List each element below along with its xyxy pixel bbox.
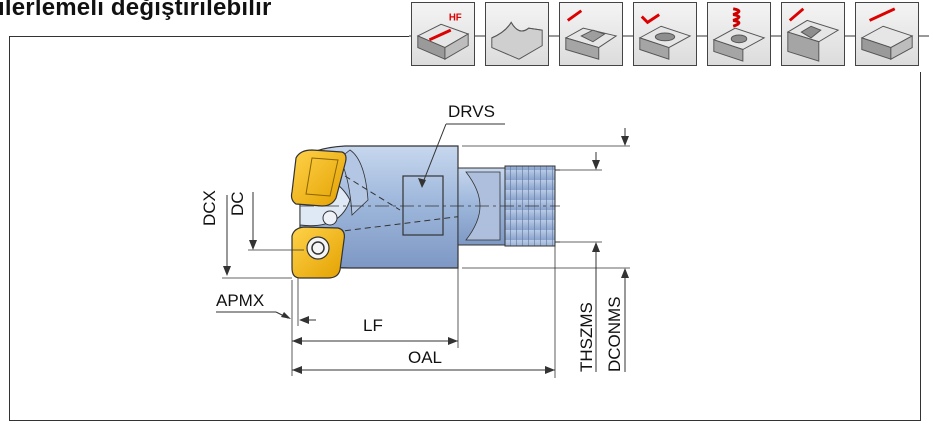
svg-text:LF: LF [363,316,383,335]
insert-top [290,149,347,207]
dcx-dimension: DCX [200,190,292,279]
dc-dimension: DC [228,191,304,251]
dconms-dimension: DCONMS [462,128,630,372]
svg-text:OAL: OAL [408,348,442,367]
profile-milling-icon [485,2,549,66]
svg-text:DCONMS: DCONMS [605,296,624,372]
side-milling-slot-icon [781,2,845,66]
application-icon-strip: HF [409,0,933,72]
page-title: ilerlemeli değiştirilebilir [0,0,272,21]
svg-text:THSZMS: THSZMS [577,302,596,372]
drvs-dimension: DRVS [418,102,505,188]
svg-text:DC: DC [228,191,247,216]
helical-interpolation-icon [707,2,771,66]
slotting-ramping-icon [559,2,623,66]
svg-text:DRVS: DRVS [448,102,495,121]
apmx-dimension: APMX [216,278,316,376]
face-milling-ramping-icon [855,2,919,66]
pocket-milling-icon [633,2,697,66]
svg-text:HF: HF [449,12,462,23]
svg-text:DCX: DCX [200,190,219,226]
thszms-dimension: THSZMS [560,152,602,372]
svg-text:APMX: APMX [216,291,264,310]
insert-bottom [291,210,345,279]
lf-dimension: LF [292,268,459,348]
hf-high-feed-milling-icon: HF [411,2,475,66]
